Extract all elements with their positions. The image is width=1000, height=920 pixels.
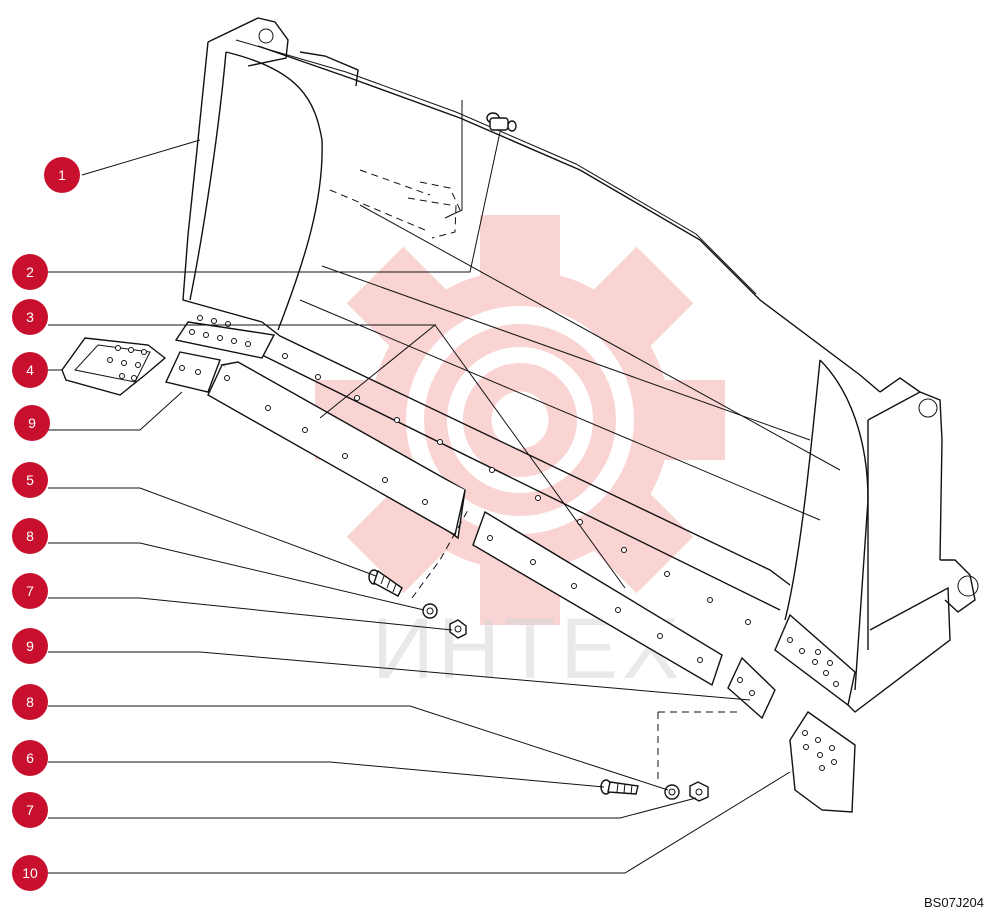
drawing-code: BS07J204 bbox=[924, 895, 984, 910]
leader-lines bbox=[48, 131, 791, 874]
callout-1: 1 bbox=[44, 157, 80, 193]
callout-8-upper: 8 bbox=[12, 518, 48, 554]
callout-7-upper: 7 bbox=[12, 573, 48, 609]
grease-fitting bbox=[486, 112, 517, 132]
callout-3: 3 bbox=[12, 299, 48, 335]
back-edge-holes bbox=[282, 353, 751, 625]
callout-2: 2 bbox=[12, 254, 48, 290]
callout-7-lower: 7 bbox=[12, 792, 48, 828]
front-edge-holes bbox=[224, 375, 703, 663]
callout-8-lower: 8 bbox=[12, 684, 48, 720]
callout-6: 6 bbox=[12, 740, 48, 776]
callout-10: 10 bbox=[12, 855, 48, 891]
callout-4: 4 bbox=[12, 352, 48, 388]
bolt-upper bbox=[368, 569, 403, 597]
callout-5: 5 bbox=[12, 462, 48, 498]
callout-9-upper: 9 bbox=[14, 405, 50, 441]
callout-9-lower: 9 bbox=[12, 628, 48, 664]
bolt-lower bbox=[600, 779, 639, 795]
